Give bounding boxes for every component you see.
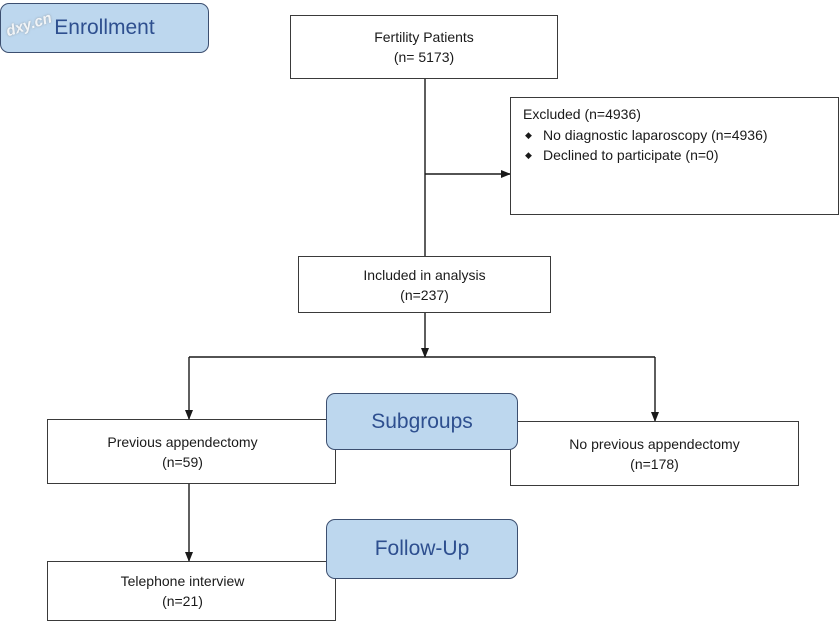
fertility-patients-title: Fertility Patients (374, 29, 474, 45)
excluded-item: ◆ Declined to participate (n=0) (523, 145, 838, 166)
excluded-item-text: No diagnostic laparoscopy (n=4936) (543, 126, 768, 143)
excluded-item-text: Declined to participate (n=0) (543, 147, 719, 163)
telephone-interview-count: (n=21) (162, 593, 203, 609)
diamond-bullet-icon: ◆ (525, 129, 532, 140)
previous-appendectomy-title: Previous appendectomy (107, 433, 258, 450)
stage-label-follow-up-text: Follow-Up (374, 537, 470, 560)
stage-label-subgroups: Subgroups (326, 393, 518, 450)
included-in-analysis-box: Included in analysis (n=237) (298, 256, 551, 313)
stage-label-follow-up: Follow-Up (326, 519, 518, 579)
excluded-box: Excluded (n=4936) ◆ No diagnostic laparo… (510, 97, 839, 215)
fertility-patients-count: (n= 5173) (393, 49, 455, 65)
stage-label-subgroups-text: Subgroups (371, 409, 473, 433)
included-count: (n=237) (400, 286, 449, 303)
previous-appendectomy-count: (n=59) (162, 453, 203, 470)
telephone-interview-title: Telephone interview (120, 573, 245, 589)
fertility-patients-box: Fertility Patients (n= 5173) (290, 15, 558, 79)
stage-label-enrollment: Enrollment (0, 3, 209, 53)
no-previous-appendectomy-count: (n=178) (630, 455, 679, 472)
stage-label-enrollment-text: Enrollment (54, 16, 155, 39)
previous-appendectomy-box: Previous appendectomy (n=59) (47, 419, 336, 484)
excluded-heading: Excluded (n=4936) (523, 106, 641, 122)
telephone-interview-box: Telephone interview (n=21) (47, 561, 336, 621)
included-title: Included in analysis (363, 266, 486, 283)
excluded-item: ◆ No diagnostic laparoscopy (n=4936) (523, 125, 838, 146)
no-previous-appendectomy-box: No previous appendectomy (n=178) (510, 421, 799, 486)
no-previous-appendectomy-title: No previous appendectomy (569, 435, 740, 452)
diamond-bullet-icon: ◆ (525, 150, 532, 160)
